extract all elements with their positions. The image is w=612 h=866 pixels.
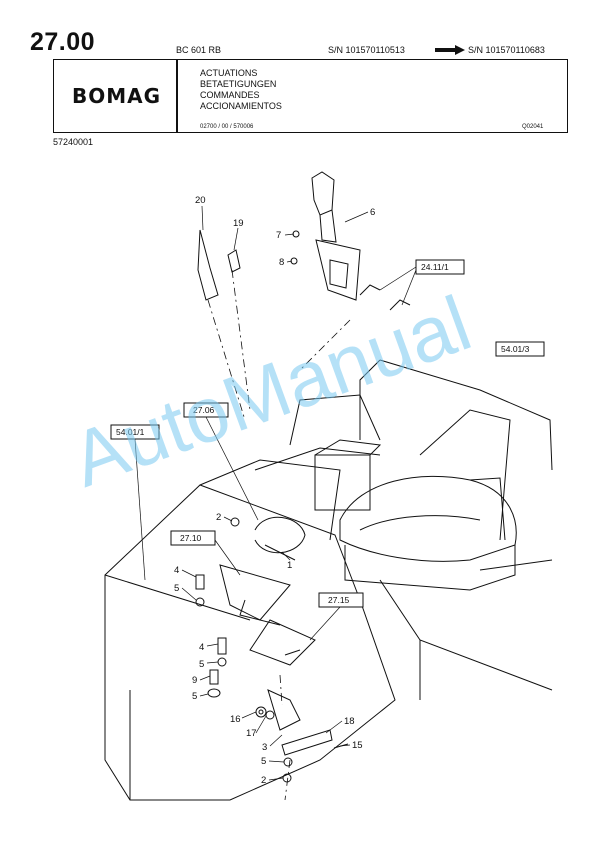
callout-2a: 2 [216, 512, 221, 523]
ref-code: Q02041 [522, 124, 544, 130]
header-box [53, 59, 568, 133]
ref-box-54-01-3 [495, 341, 545, 357]
callout-4a: 4 [174, 565, 179, 576]
callout-19: 19 [233, 218, 244, 229]
ref-box-27-15-label: 27.15 [328, 595, 350, 605]
ref-box-54-01-1-label: 54.01/1 [116, 427, 145, 437]
callout-5d: 5 [261, 756, 266, 767]
header-divider [176, 59, 178, 133]
page-number: 27.00 [30, 28, 96, 56]
ref-box-27-06-label: 27.06 [193, 405, 215, 415]
bomag-logo: BOMAG [72, 84, 162, 108]
title-fr: COMMANDES [200, 90, 260, 100]
doc-code: 02700 / 00 / 570006 [200, 124, 254, 130]
title-es: ACCIONAMIENTOS [200, 101, 282, 111]
arrow-right-icon [435, 45, 465, 55]
callout-9: 9 [192, 675, 197, 686]
title-en: ACTUATIONS [200, 68, 258, 78]
callout-6: 6 [370, 207, 375, 218]
serial-to: S/N 101570110683 [468, 45, 545, 55]
section-titles: ACTUATIONS BETAETIGUNGEN COMMANDES ACCIO… [200, 68, 282, 112]
callout-1: 1 [287, 560, 292, 571]
part-number: 57240001 [53, 137, 94, 147]
ref-box-27-10-label: 27.10 [180, 533, 202, 543]
callout-18: 18 [344, 716, 355, 727]
callout-20: 20 [195, 195, 206, 206]
callout-3: 3 [262, 742, 267, 753]
title-de: BETAETIGUNGEN [200, 79, 277, 89]
ref-box-24-11-1-label: 24.11/1 [421, 262, 449, 272]
callout-5a: 5 [174, 583, 179, 594]
ref-box-27-10 [170, 530, 216, 546]
callout-16: 16 [230, 714, 241, 725]
callout-4b: 4 [199, 642, 204, 653]
reference-boxes: 24.11/1 54.01/3 27.06 54.01/1 27.10 27.1… [110, 259, 545, 641]
serial-from: S/N 101570110513 [328, 45, 405, 55]
ref-box-54-01-3-label: 54.01/3 [501, 344, 530, 354]
callout-15: 15 [352, 740, 363, 751]
callout-5c: 5 [192, 691, 197, 702]
callout-2b: 2 [261, 775, 266, 786]
callout-17: 17 [246, 728, 257, 739]
ref-box-27-15 [318, 592, 364, 608]
callout-7: 7 [276, 230, 281, 241]
callout-5b: 5 [199, 659, 204, 670]
callout-8: 8 [279, 257, 284, 268]
callout-labels: 20 19 7 6 8 2 1 4 5 4 5 9 5 16 17 3 18 1… [174, 195, 375, 786]
model-label: BC 601 RB [176, 45, 222, 55]
